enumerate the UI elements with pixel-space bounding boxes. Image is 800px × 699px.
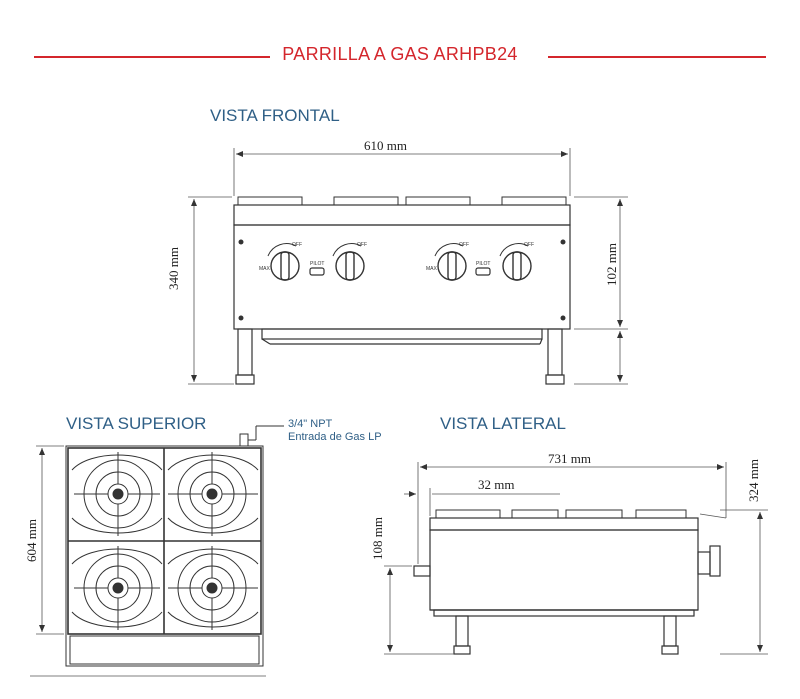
pilot-switches <box>309 267 491 276</box>
gas-inlet-type: Entrada de Gas LP <box>288 431 382 443</box>
burner-top-right <box>167 452 259 536</box>
front-view <box>233 196 571 385</box>
knob-4 <box>502 251 532 281</box>
front-knobs <box>270 251 532 281</box>
side-dimensions <box>384 462 768 655</box>
top-view-title: VISTA SUPERIOR <box>66 414 207 433</box>
svg-text:PILOT: PILOT <box>476 261 490 267</box>
title-rule-left <box>34 56 270 58</box>
title-rule-right <box>548 56 766 58</box>
side-legs <box>453 615 679 655</box>
panel-screws <box>238 239 566 321</box>
svg-text:OFF: OFF <box>357 242 367 248</box>
front-dimensions <box>188 148 628 385</box>
gas-inlet <box>239 433 249 447</box>
top-view <box>65 425 284 667</box>
side-body <box>429 529 699 611</box>
side-gas-connector <box>413 565 431 577</box>
svg-text:OFF: OFF <box>459 242 469 248</box>
drip-tray <box>261 328 543 340</box>
side-grate-tops <box>435 509 687 519</box>
top-dimensions <box>30 445 266 677</box>
side-knob <box>697 551 711 575</box>
knob-1 <box>270 251 300 281</box>
knob-2 <box>335 251 365 281</box>
svg-text:MAX: MAX <box>259 266 271 272</box>
front-view-title: VISTA FRONTAL <box>210 106 340 125</box>
burner-bottom-left <box>71 546 163 630</box>
svg-text:OFF: OFF <box>292 242 302 248</box>
front-control-panel <box>233 224 571 330</box>
gas-inlet-size: 3/4" NPT <box>288 418 333 430</box>
svg-text:MAX: MAX <box>426 266 438 272</box>
svg-text:PILOT: PILOT <box>310 261 324 267</box>
top-view-body <box>65 445 264 667</box>
side-view-title: VISTA LATERAL <box>440 414 566 433</box>
side-offset-dimension: 32 mm <box>478 477 515 492</box>
svg-text:OFF: OFF <box>524 242 534 248</box>
knob-dial-arcs <box>267 243 529 257</box>
front-top-rail <box>233 204 571 226</box>
side-top-rail <box>429 517 699 531</box>
burner-bottom-right <box>167 546 259 630</box>
top-burners <box>71 452 259 630</box>
front-grate-tops <box>237 196 567 206</box>
side-depth-dimension: 731 mm <box>548 451 591 466</box>
front-width-dimension: 610 mm <box>364 138 407 153</box>
front-legs <box>235 328 565 385</box>
knob-3 <box>437 251 467 281</box>
knob-labels: OFF OFF OFF OFF MAX MAX PILOT PILOT <box>259 242 534 272</box>
gas-inlet-note: 3/4" NPT Entrada de Gas LP <box>288 418 382 444</box>
side-view <box>413 509 721 655</box>
page-title: PARRILLA A GAS ARHPB24 <box>0 44 800 65</box>
burner-top-left <box>71 452 163 536</box>
